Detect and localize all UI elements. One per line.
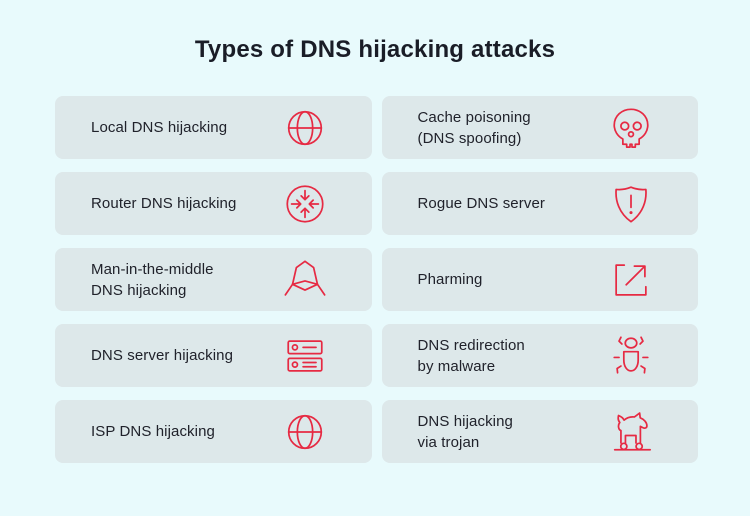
card-label: DNS hijacking via trojan <box>418 411 609 453</box>
card-label: DNS redirection by malware <box>418 335 609 377</box>
card-line: Pharming <box>417 271 483 288</box>
card-line: Cache poisoning <box>417 108 531 126</box>
card-label: Rogue DNS server <box>418 193 609 214</box>
card-line: Local DNS hijacking <box>91 119 228 136</box>
card-dns-redirection-malware: DNS redirection by malware <box>381 324 698 387</box>
page-title: Types of DNS hijacking attacks <box>194 36 556 63</box>
router-icon <box>282 181 328 227</box>
shield-alert-icon <box>608 181 654 227</box>
bug-icon <box>608 333 654 379</box>
card-label: Router DNS hijacking <box>91 193 282 214</box>
globe-icon <box>282 409 328 455</box>
card-line: via trojan <box>417 433 480 451</box>
card-dns-server-hijacking: DNS server hijacking <box>55 324 372 387</box>
card-line: DNS redirection <box>417 336 525 354</box>
trojan-horse-icon <box>608 409 654 455</box>
card-line: by malware <box>417 357 496 375</box>
card-line: Router DNS hijacking <box>91 195 237 212</box>
card-line: DNS hijacking <box>417 412 514 430</box>
card-line: DNS server hijacking <box>91 347 234 364</box>
server-stack-icon <box>282 333 328 379</box>
card-cache-poisoning: Cache poisoning (DNS spoofing) <box>381 96 698 159</box>
globe-icon <box>282 105 328 151</box>
card-label: Pharming <box>418 269 609 290</box>
card-line: DNS hijacking <box>91 281 187 299</box>
card-line: Rogue DNS server <box>417 195 545 212</box>
card-dns-hijacking-trojan: DNS hijacking via trojan <box>381 400 698 463</box>
attack-cards-grid: Local DNS hijacking Cache poisoning (DNS… <box>55 96 698 463</box>
card-local-dns-hijacking: Local DNS hijacking <box>55 96 372 159</box>
card-router-dns-hijacking: Router DNS hijacking <box>55 172 372 235</box>
skull-icon <box>608 105 654 151</box>
card-pharming: Pharming <box>381 248 698 311</box>
external-link-icon <box>608 257 654 303</box>
hacker-hood-icon <box>282 257 328 303</box>
card-line: Man-in-the-middle <box>91 260 214 278</box>
card-rogue-dns-server: Rogue DNS server <box>381 172 698 235</box>
card-line: (DNS spoofing) <box>417 129 522 147</box>
card-label: ISP DNS hijacking <box>91 421 282 442</box>
card-label: Cache poisoning (DNS spoofing) <box>418 107 609 149</box>
card-label: Local DNS hijacking <box>91 117 282 138</box>
card-label: Man-in-the-middle DNS hijacking <box>91 259 282 301</box>
card-label: DNS server hijacking <box>91 345 282 366</box>
card-man-in-the-middle: Man-in-the-middle DNS hijacking <box>55 248 372 311</box>
card-line: ISP DNS hijacking <box>91 423 215 440</box>
card-isp-dns-hijacking: ISP DNS hijacking <box>55 400 372 463</box>
